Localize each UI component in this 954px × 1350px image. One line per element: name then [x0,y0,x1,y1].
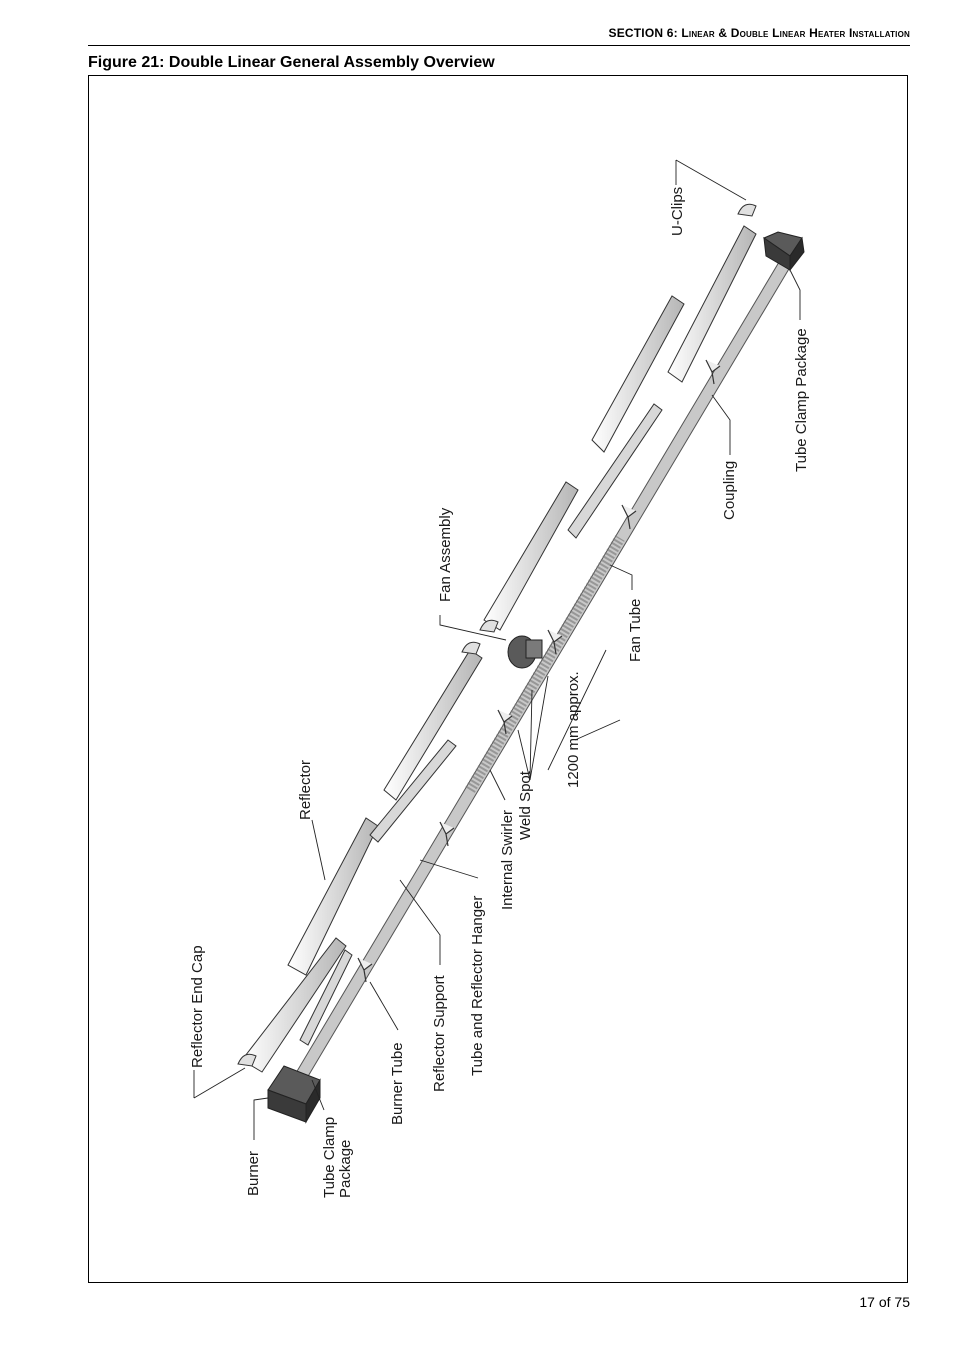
label-reflector-support: Reflector Support [431,974,448,1092]
end-box [762,231,805,272]
label-reflector: Reflector [297,760,314,820]
label-u-clips: U-Clips [669,187,686,236]
section-header: SECTION 6: Linear & Double Linear Heater… [608,26,910,40]
section-title: Linear & Double Linear Heater Installati… [681,26,910,40]
figure-frame [88,75,908,1283]
label-internal-swirler: Internal Swirler [499,810,516,910]
label-tube-clamp-package-a: Tube Clamp [321,1117,338,1198]
main-tube [293,245,799,1085]
reflector-segments [241,225,757,1073]
label-fan-assembly: Fan Assembly [437,507,454,602]
label-dimension: 1200 mm approx. [565,671,582,788]
label-burner-tube: Burner Tube [389,1042,406,1125]
figure-title: Figure 21: Double Linear General Assembl… [88,54,495,71]
leader-lines [193,159,801,1140]
section-prefix: SECTION 6: [608,26,682,40]
callouts: Reflector End Cap Burner Tube Clamp Pack… [189,187,810,1198]
fan-assembly-body [507,635,543,669]
label-weld-spot: Weld Spot [517,770,534,840]
label-burner: Burner [245,1151,262,1196]
label-tube-clamp-package-right: Tube Clamp Package [793,328,810,472]
hangers [357,359,721,983]
burner-box [267,1065,321,1124]
page-number: 17 of 75 [859,1294,910,1310]
label-tube-and-reflector-hanger: Tube and Reflector Hanger [469,896,486,1076]
end-caps [237,203,757,1067]
label-coupling: Coupling [721,461,738,520]
header-rule [88,45,910,46]
label-fan-tube: Fan Tube [627,599,644,662]
label-reflector-end-cap: Reflector End Cap [189,945,206,1068]
label-tube-clamp-package-b: Package [337,1140,354,1198]
